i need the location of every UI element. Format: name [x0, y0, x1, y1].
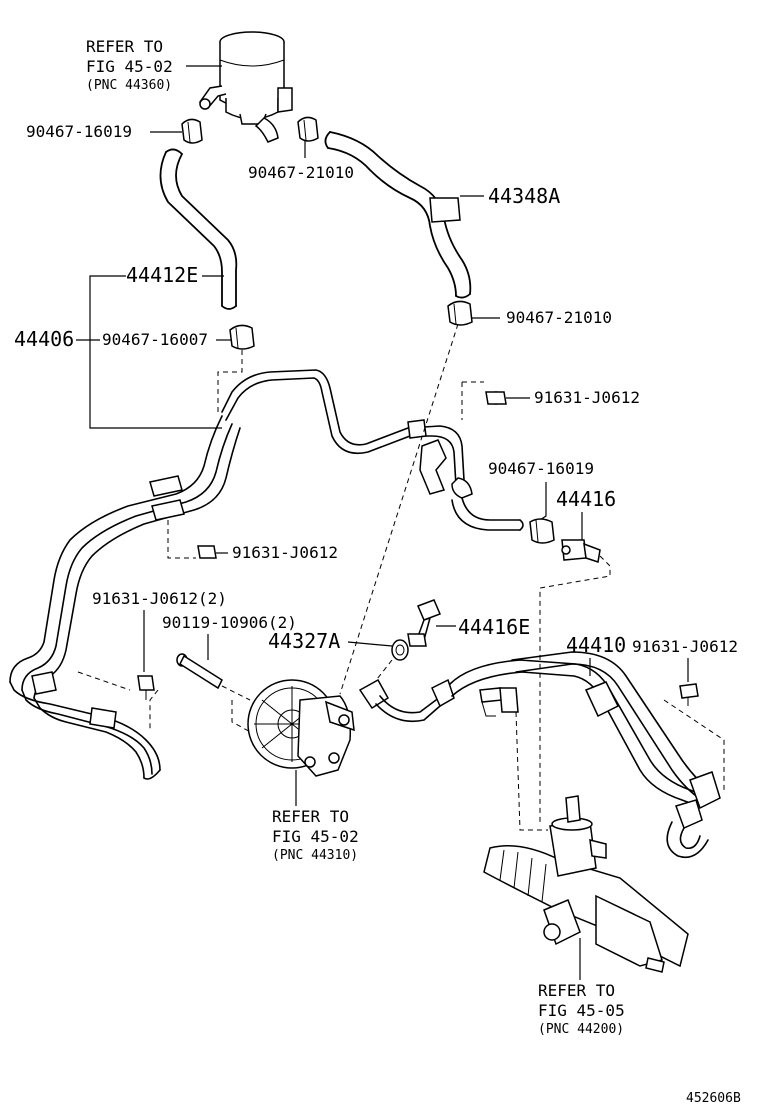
dash-center-line [339, 323, 459, 695]
label-91631-j0612-2: 91631-J0612(2) [92, 589, 227, 608]
label-90467-21010-mid: 90467-21010 [506, 308, 612, 327]
label-91631-j0612-c: 91631-J0612 [632, 637, 738, 656]
dash-90119 [221, 685, 259, 737]
diagram-id: 452606B [686, 1091, 741, 1106]
label-44416: 44416 [556, 487, 616, 511]
hose-44348a [324, 131, 472, 299]
tube-assembly-44406 [9, 369, 524, 780]
hose-clip-90467-16007 [229, 324, 255, 350]
label-44406: 44406 [14, 327, 74, 351]
reservoir-tank [198, 31, 293, 143]
label-90467-21010-top: 90467-21010 [248, 163, 354, 182]
ref-gear-line1: REFER TO [538, 981, 615, 1000]
ref-reservoir-line1: REFER TO [86, 37, 163, 56]
label-44410: 44410 [566, 633, 626, 657]
ref-pump-line3: (PNC 44310) [272, 848, 358, 863]
bolt-91631-a [485, 391, 507, 405]
ref-pump-line1: REFER TO [272, 807, 349, 826]
leader-44327a [347, 641, 393, 647]
bolt-91631-2 [137, 675, 155, 700]
ref-reservoir-line3: (PNC 44360) [86, 78, 172, 93]
dash-44416 [539, 555, 611, 826]
dash-91631-j0612-2 [77, 671, 159, 730]
steering-gear [483, 795, 689, 973]
bolt-91631-b [197, 545, 217, 559]
hose-clip-mid-lower [529, 518, 555, 544]
bolt-91631-c [679, 683, 699, 706]
ref-gear-line3: (PNC 44200) [538, 1022, 624, 1037]
label-44412e: 44412E [126, 263, 198, 287]
ref-gear-line2: FIG 45-05 [538, 1001, 625, 1020]
bracket-44406 [89, 275, 222, 429]
bolt-90119-10906 [176, 653, 223, 690]
label-44416e: 44416E [458, 615, 530, 639]
dash-hose-gear [515, 711, 548, 831]
dash-91631-b [167, 520, 196, 559]
dash-91631-c [663, 699, 725, 790]
label-91631-j0612-b: 91631-J0612 [232, 543, 338, 562]
gasket-44327a [391, 639, 409, 661]
hose-clip-mid-right [447, 300, 473, 326]
hose-clip-top-left [181, 118, 203, 144]
ref-reservoir-line2: FIG 45-02 [86, 57, 173, 76]
label-91631-j0612-a: 91631-J0612 [534, 388, 640, 407]
leader-90467-16019-mid [539, 482, 547, 521]
power-steering-pump [247, 679, 355, 777]
label-90467-16019-mid: 90467-16019 [488, 459, 594, 478]
hose-44412e [159, 148, 238, 310]
label-90119-10906-2: 90119-10906(2) [162, 613, 297, 632]
label-90467-16019-top: 90467-16019 [26, 122, 132, 141]
ref-pump-line2: FIG 45-02 [272, 827, 359, 846]
label-44348a: 44348A [488, 184, 560, 208]
pressure-hose-44410 [358, 651, 721, 859]
hose-clip-top-mid [297, 116, 319, 142]
label-44327a: 44327A [268, 629, 340, 653]
union-bolt-44416e [407, 599, 441, 647]
dash-90467-16007 [217, 350, 243, 412]
label-90467-16007: 90467-16007 [102, 330, 208, 349]
union-44416 [561, 539, 601, 563]
